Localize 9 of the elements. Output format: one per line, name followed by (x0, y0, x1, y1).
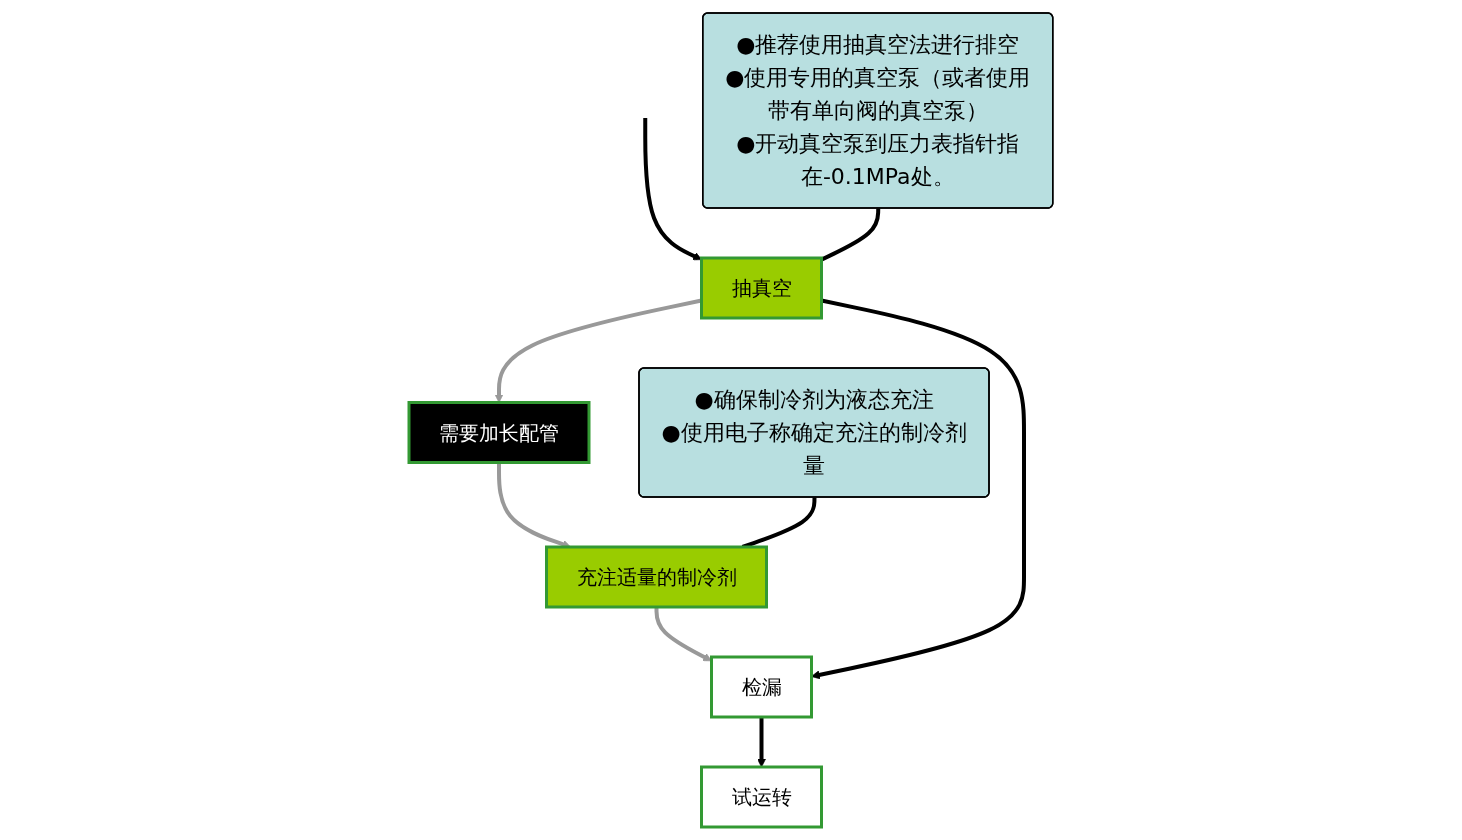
node-box: 抽真空 (700, 256, 824, 320)
arrow (757, 717, 767, 768)
node-box: 充注适量的制冷剂 (545, 545, 769, 609)
node-box: 检漏 (710, 655, 814, 719)
connector (820, 208, 881, 262)
node-box: 需要加长配管 (407, 401, 591, 464)
arrow (643, 118, 702, 261)
node-box: 试运转 (700, 765, 824, 829)
arrow (811, 298, 1027, 680)
